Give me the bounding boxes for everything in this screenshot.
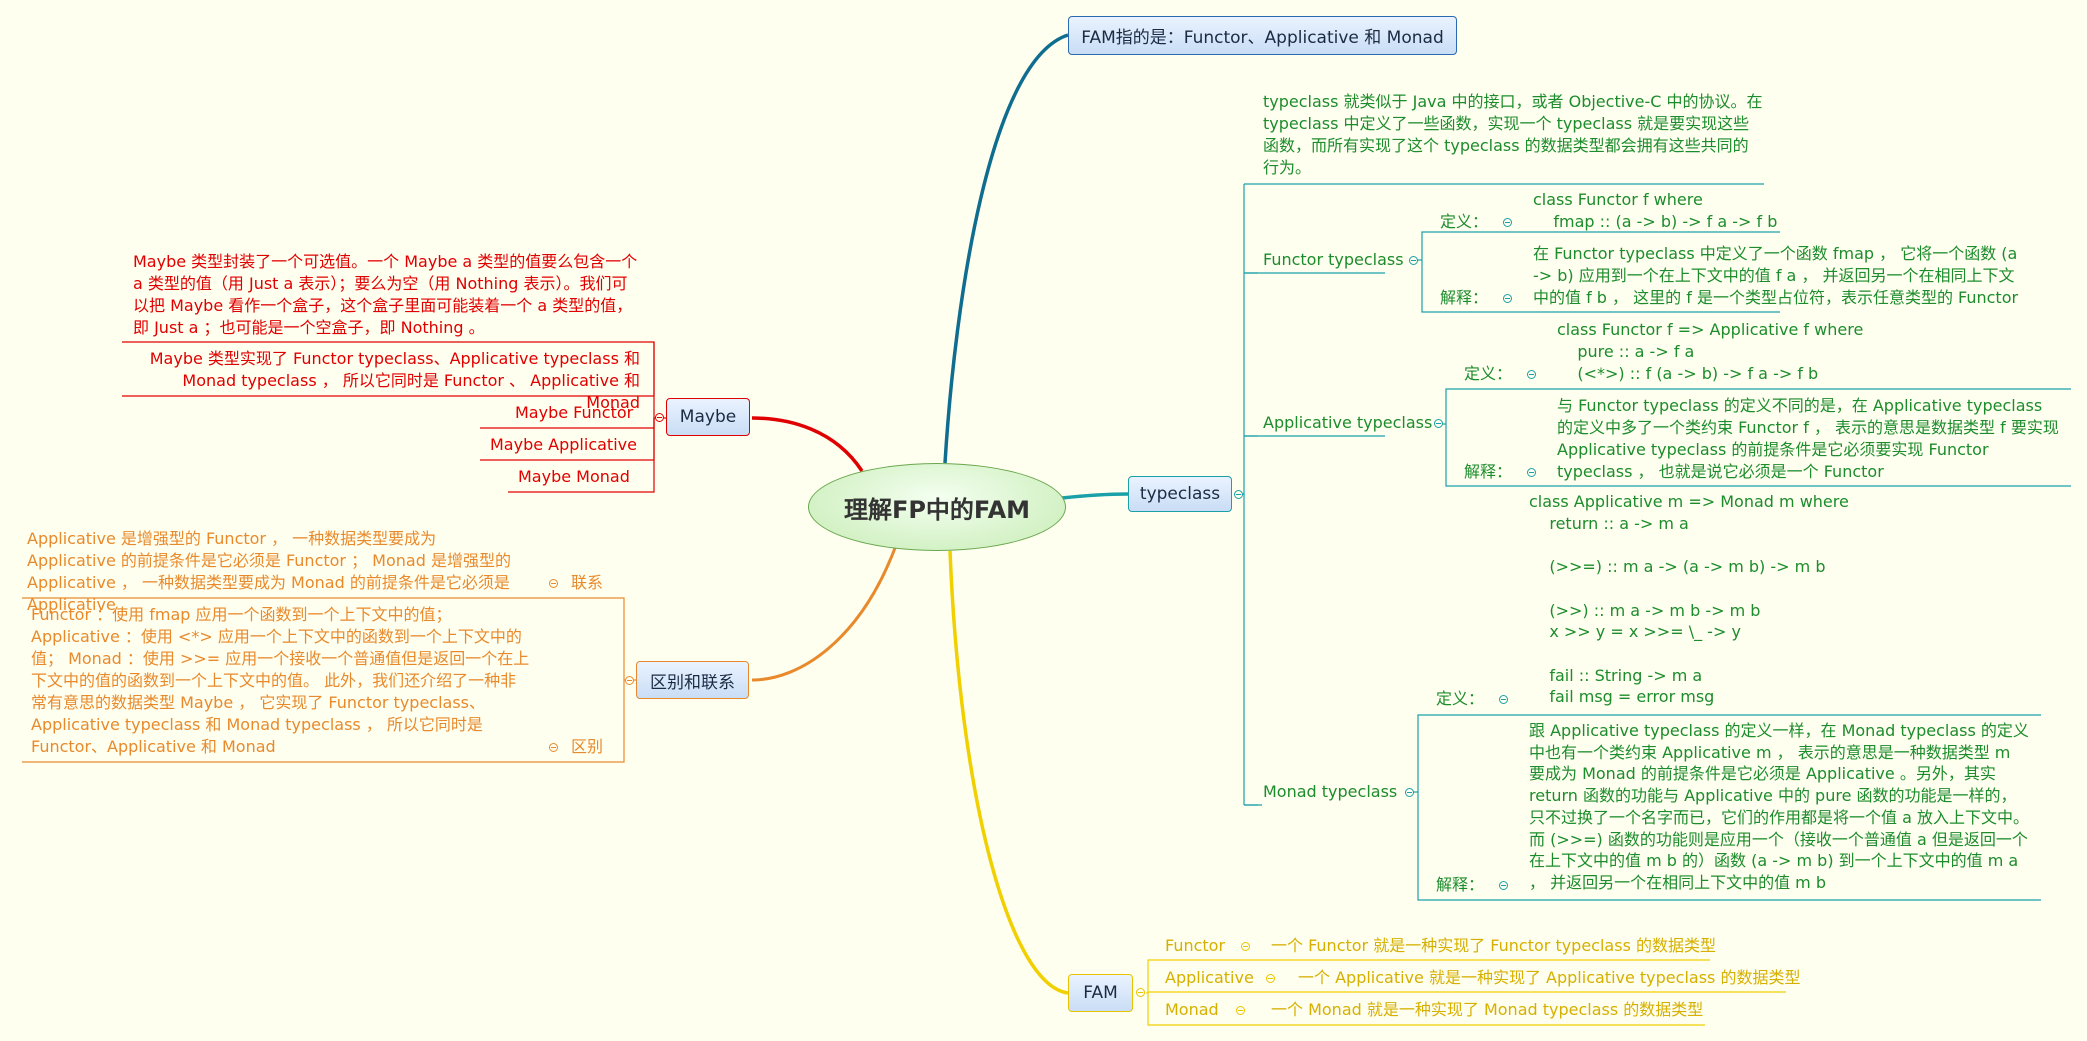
maybe-collapse-icon[interactable] — [655, 413, 664, 422]
branch-fam — [948, 550, 1069, 995]
diff-topic[interactable]: 区别和联系 — [636, 661, 749, 699]
diff-difference-collapse-icon[interactable] — [549, 743, 558, 752]
maybe-functor[interactable]: Maybe Functor — [515, 403, 634, 422]
fam-collapse-icon[interactable] — [1136, 988, 1145, 997]
monad-exp-collapse-icon[interactable] — [1499, 881, 1508, 890]
functor-exp-label: 解释： — [1440, 288, 1489, 307]
fam-monad-text: 一个 Monad 就是一种实现了 Monad typeclass 的数据类型 — [1271, 1000, 1704, 1019]
monad-def-code: class Applicative m => Monad m where ret… — [1529, 492, 1849, 707]
fam-functor-text: 一个 Functor 就是一种实现了 Functor typeclass 的数据… — [1271, 936, 1716, 955]
functor-typeclass-topic[interactable]: Functor typeclass — [1263, 250, 1404, 269]
functor-exp-collapse-icon[interactable] — [1503, 294, 1512, 303]
fam-topic[interactable]: FAM — [1068, 974, 1133, 1012]
applicative-def-code: class Functor f => Applicative f where p… — [1557, 320, 1864, 383]
typeclass-topic[interactable]: typeclass — [1128, 476, 1232, 512]
functor-def-label: 定义： — [1440, 212, 1489, 231]
fam-monad-name: Monad — [1165, 1000, 1219, 1019]
diff-difference-label: 区别 — [571, 737, 604, 756]
monad-collapse-icon[interactable] — [1405, 788, 1414, 797]
fam-functor-collapse-icon[interactable] — [1241, 942, 1250, 951]
fam-subtree — [1146, 959, 1786, 1026]
functor-collapse-icon[interactable] — [1409, 256, 1418, 265]
functor-def-code: class Functor f where fmap :: (a -> b) -… — [1533, 190, 1778, 231]
applicative-exp-text: 与 Functor typeclass 的定义不同的是，在 Applicativ… — [1557, 396, 2059, 481]
monad-typeclass-topic[interactable]: Monad typeclass — [1263, 782, 1398, 801]
branch-diff — [751, 547, 897, 682]
functor-def-collapse-icon[interactable] — [1503, 218, 1512, 227]
maybe-subtree — [122, 341, 666, 493]
applicative-def-label: 定义： — [1464, 364, 1513, 383]
applicative-typeclass-topic[interactable]: Applicative typeclass — [1263, 413, 1433, 432]
branch-typeclass — [1061, 492, 1129, 500]
root-topic[interactable]: 理解FP中的FAM — [808, 463, 1066, 551]
diff-relation-collapse-icon[interactable] — [549, 579, 558, 588]
fam-functor-name: Functor — [1165, 936, 1226, 955]
maybe-applicative[interactable]: Maybe Applicative — [490, 435, 637, 454]
fam-applicative-text: 一个 Applicative 就是一种实现了 Applicative typec… — [1298, 968, 1801, 987]
monad-def-label: 定义： — [1436, 689, 1485, 708]
maybe-implements: Maybe 类型实现了 Functor typeclass、Applicativ… — [149, 349, 640, 412]
fam-applicative-collapse-icon[interactable] — [1266, 974, 1275, 983]
functor-exp-text: 在 Functor typeclass 中定义了一个函数 fmap ， 它将一个… — [1533, 244, 2019, 307]
typeclass-subtree — [1243, 183, 2071, 901]
applicative-def-collapse-icon[interactable] — [1527, 370, 1536, 379]
typeclass-collapse-icon[interactable] — [1234, 490, 1243, 499]
applicative-exp-collapse-icon[interactable] — [1527, 468, 1536, 477]
applicative-collapse-icon[interactable] — [1434, 419, 1443, 428]
branch-fam-meaning — [943, 33, 1069, 464]
diff-relation-text: Applicative 是增强型的 Functor ， 一种数据类型要成为 Ap… — [27, 529, 511, 614]
maybe-description: Maybe 类型封装了一个可选值。一个 Maybe a 类型的值要么包含一个 a… — [133, 252, 638, 337]
maybe-topic[interactable]: Maybe — [666, 398, 750, 436]
branch-maybe — [751, 416, 864, 472]
typeclass-intro: typeclass 就类似于 Java 中的接口，或者 Objective-C … — [1263, 92, 1763, 177]
monad-exp-label: 解释： — [1436, 875, 1485, 894]
fam-applicative-name: Applicative — [1165, 968, 1254, 987]
maybe-monad[interactable]: Maybe Monad — [518, 467, 630, 486]
diff-collapse-icon[interactable] — [625, 676, 634, 685]
diff-difference-text: Functor ：使用 fmap 应用一个函数到一个上下文中的值； Applic… — [31, 605, 530, 756]
applicative-exp-label: 解释： — [1464, 462, 1513, 481]
fam-meaning-topic[interactable]: FAM指的是：Functor、Applicative 和 Monad — [1068, 16, 1457, 55]
diff-relation-label: 联系 — [571, 573, 604, 592]
monad-exp-text: 跟 Applicative typeclass 的定义一样，在 Monad ty… — [1529, 721, 2029, 892]
fam-monad-collapse-icon[interactable] — [1236, 1006, 1245, 1015]
monad-def-collapse-icon[interactable] — [1499, 695, 1508, 704]
